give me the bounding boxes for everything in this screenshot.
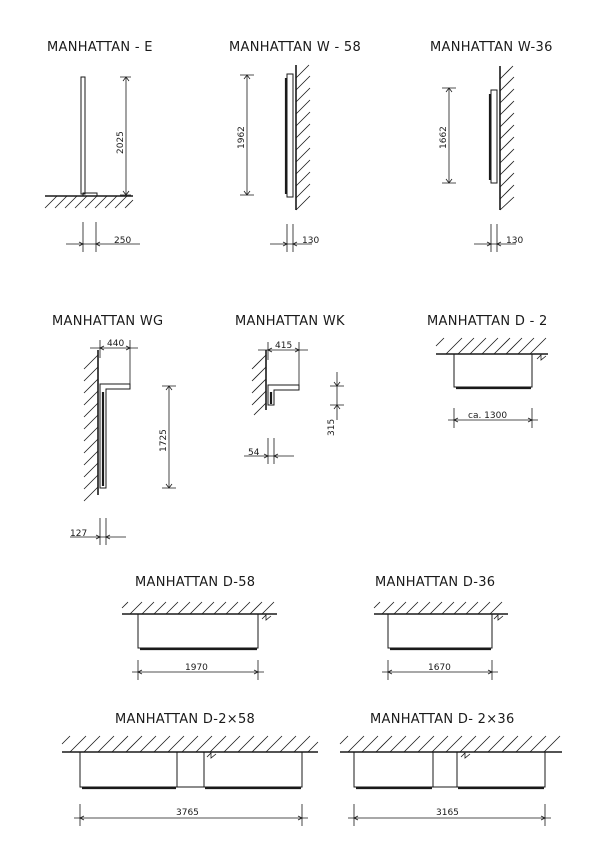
drawing-manhattan-d36: 1670 [373, 601, 508, 680]
drawing-manhattan-d2x36: 3165 [339, 735, 562, 826]
dim-wg-width: 440 [107, 339, 124, 349]
dim-d2x58-length: 3765 [176, 808, 199, 818]
drawing-manhattan-w36: 1662 130 [439, 65, 523, 252]
title-manhattan-d2x36: MANHATTAN D- 2×36 [370, 712, 515, 727]
title-manhattan-w58: MANHATTAN W - 58 [229, 40, 361, 55]
dim-wk-width: 415 [275, 341, 292, 351]
dim-wk-depth: 54 [248, 448, 260, 458]
drawing-manhattan-wk: 415 315 54 [244, 341, 344, 464]
drawing-manhattan-w58: 1962 130 [237, 64, 319, 252]
drawing-manhattan-wg: 440 1725 127 [70, 339, 176, 545]
dim-w36-depth: 130 [506, 236, 523, 246]
drawing-manhattan-e: 2025 250 [44, 76, 140, 252]
dim-w58-depth: 130 [302, 236, 319, 246]
title-manhattan-d36: MANHATTAN D-36 [375, 575, 495, 590]
dim-e-width: 250 [114, 236, 131, 246]
drawing-manhattan-d2: ca. 1300 [435, 337, 548, 428]
dim-e-height: 2025 [116, 131, 126, 154]
title-manhattan-wk: MANHATTAN WK [235, 314, 345, 329]
dim-d2x36-length: 3165 [436, 808, 459, 818]
drawing-manhattan-d2x58: 3765 [61, 735, 319, 826]
dim-d36-length: 1670 [428, 663, 451, 673]
dim-wk-height: 315 [327, 419, 337, 436]
title-manhattan-e: MANHATTAN - E [47, 40, 153, 55]
title-manhattan-wg: MANHATTAN WG [52, 314, 163, 329]
dim-d58-length: 1970 [185, 663, 208, 673]
dim-w36-height: 1662 [439, 126, 449, 149]
drawing-manhattan-d58: 1970 [121, 601, 277, 680]
title-manhattan-d2x58: MANHATTAN D-2×58 [115, 712, 255, 727]
dim-d2-length: ca. 1300 [468, 411, 507, 421]
dim-w58-height: 1962 [237, 126, 247, 149]
title-manhattan-d2: MANHATTAN D - 2 [427, 314, 548, 329]
title-manhattan-d58: MANHATTAN D-58 [135, 575, 255, 590]
dim-wg-height: 1725 [159, 429, 169, 452]
title-manhattan-w36: MANHATTAN W-36 [430, 40, 553, 55]
dim-wg-depth: 127 [70, 529, 87, 539]
